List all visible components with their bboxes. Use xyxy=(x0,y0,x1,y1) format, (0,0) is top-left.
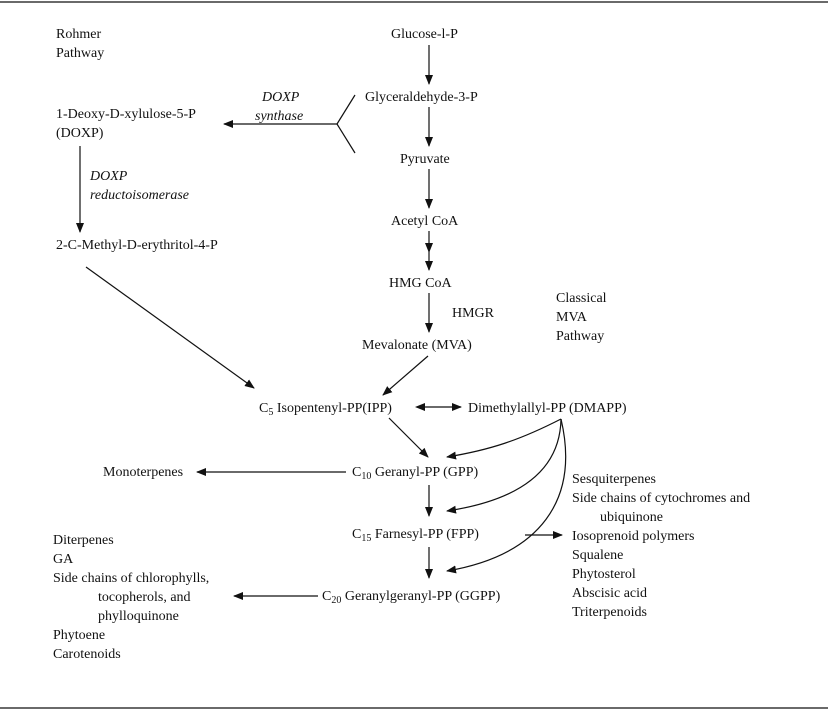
ggpp-product: Side chains of chlorophylls, xyxy=(53,571,210,586)
node-gpp: C10 Geranyl-PP (GPP) xyxy=(352,465,479,482)
fpp-product: Iosoprenoid polymers xyxy=(572,529,695,544)
enzyme-doxp-synthase-line1: DOXP xyxy=(262,90,300,105)
classical-label-line3: Pathway xyxy=(556,329,605,344)
fpp-product: Triterpenoids xyxy=(572,605,647,620)
node-mevalonate: Mevalonate (MVA) xyxy=(362,338,472,353)
node-ipp: C5 Isopentenyl-PP(IPP) xyxy=(259,401,392,418)
product-monoterpenes: Monoterpenes xyxy=(103,465,184,480)
fpp-product: Sesquiterpenes xyxy=(572,472,656,487)
node-doxp-abbr: (DOXP) xyxy=(56,126,104,141)
ggpp-product: Diterpenes xyxy=(53,533,114,548)
node-fpp: C15 Farnesyl-PP (FPP) xyxy=(352,527,479,544)
enzyme-doxp-synthase-line2: synthase xyxy=(255,109,304,124)
node-pyruvate: Pyruvate xyxy=(400,152,450,167)
node-ggpp: C20 Geranylgeranyl-PP (GGPP) xyxy=(322,589,501,606)
ggpp-product: GA xyxy=(53,552,74,567)
node-dmapp: Dimethylallyl-PP (DMAPP) xyxy=(468,401,627,416)
ggpp-product: Carotenoids xyxy=(53,647,121,662)
node-doxp-name: 1-Deoxy-D-xylulose-5-P xyxy=(56,107,196,122)
rohmer-label-line2: Pathway xyxy=(56,46,105,61)
node-hmg-coa: HMG CoA xyxy=(389,276,452,291)
classical-label-line2: MVA xyxy=(556,310,587,325)
arrow-ipp-gpp xyxy=(388,417,429,458)
enzyme-hmgr: HMGR xyxy=(452,306,495,321)
fpp-product: Phytosterol xyxy=(572,567,636,582)
enzyme-doxp-reductoisomerase-line1: DOXP xyxy=(90,169,128,184)
node-glucose-1-p: Glucose-l-P xyxy=(391,27,458,42)
curve-dmapp-gpp xyxy=(446,418,562,460)
arrow-mep-ipp xyxy=(85,266,255,389)
fpp-product: Abscisic acid xyxy=(572,586,648,601)
arrow-mva-ipp xyxy=(382,355,429,396)
fpp-product: Squalene xyxy=(572,548,624,563)
classical-label-line1: Classical xyxy=(556,291,607,306)
ggpp-product: tocopherols, and xyxy=(98,590,191,605)
rohmer-label-line1: Rohmer xyxy=(56,27,102,42)
fpp-product: ubiquinone xyxy=(600,510,663,525)
ggpp-product: Phytoene xyxy=(53,628,106,643)
synthase-fork-lower xyxy=(336,123,356,154)
curve-dmapp-ggpp xyxy=(446,418,567,574)
node-glyceraldehyde-3-p: Glyceraldehyde-3-P xyxy=(365,90,478,105)
ggpp-product: phylloquinone xyxy=(98,609,179,624)
fpp-product: Side chains of cytochromes and xyxy=(572,491,751,506)
node-methyl-erythritol-4-p: 2-C-Methyl-D-erythritol-4-P xyxy=(56,238,218,253)
curve-dmapp-fpp xyxy=(446,418,562,514)
enzyme-doxp-reductoisomerase-line2: reductoisomerase xyxy=(90,188,190,203)
synthase-fork-upper xyxy=(336,94,356,125)
node-acetyl-coa: Acetyl CoA xyxy=(391,214,459,229)
